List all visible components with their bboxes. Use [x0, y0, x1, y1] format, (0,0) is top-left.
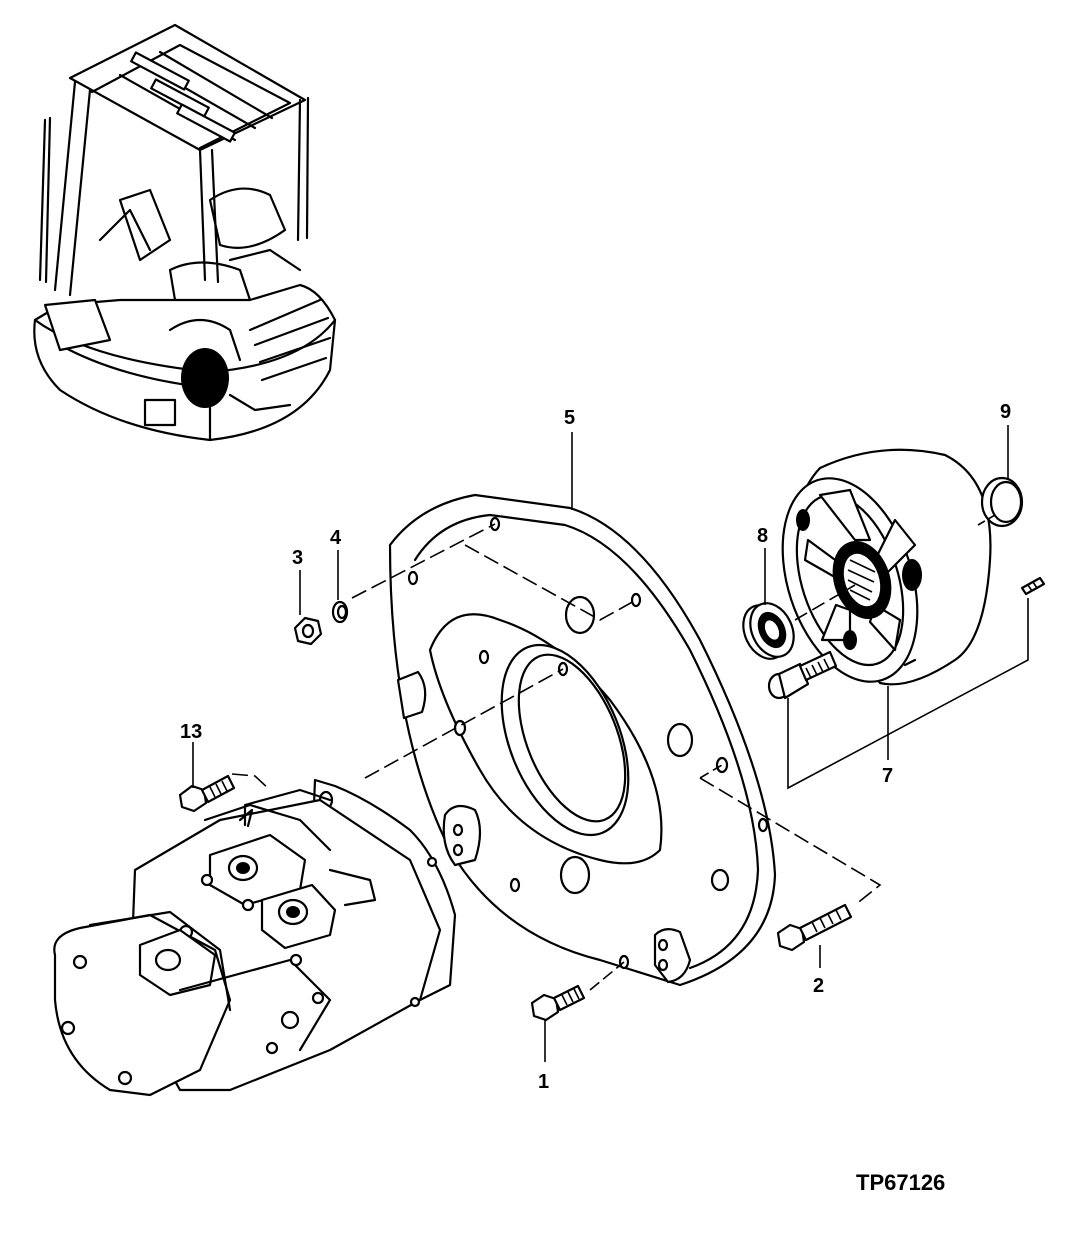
hex-nut: [293, 616, 323, 646]
plug: [980, 476, 1024, 528]
flexible-coupling: [781, 448, 992, 686]
callout-3: 3: [292, 547, 303, 569]
flange-bolt-13: [178, 774, 236, 813]
lock-washer: [331, 600, 349, 624]
callout-8: 8: [757, 525, 768, 547]
callout-5: 5: [564, 407, 575, 429]
set-screw: [1020, 576, 1046, 596]
callout-13: 13: [180, 721, 202, 743]
callout-9: 9: [1000, 401, 1011, 423]
callout-4: 4: [330, 527, 342, 549]
flange-bolt-2: [776, 903, 853, 952]
callout-labels: 5 9 8 4 3 13 7 2 1: [180, 401, 1011, 1093]
bearing: [742, 602, 795, 660]
callout-7: 7: [882, 765, 893, 787]
hydraulic-pump: [53, 778, 457, 1097]
flange-bolt-1: [530, 984, 586, 1022]
figure-id-label: TP67126: [856, 1170, 945, 1195]
pump-mounting-flange: [388, 493, 777, 987]
assembly-lines: [192, 425, 1029, 1062]
callout-2: 2: [813, 975, 824, 997]
socket-head-cap-screw: [767, 650, 838, 700]
callout-1: 1: [538, 1071, 549, 1093]
excavator-locator-view: [33, 23, 337, 442]
